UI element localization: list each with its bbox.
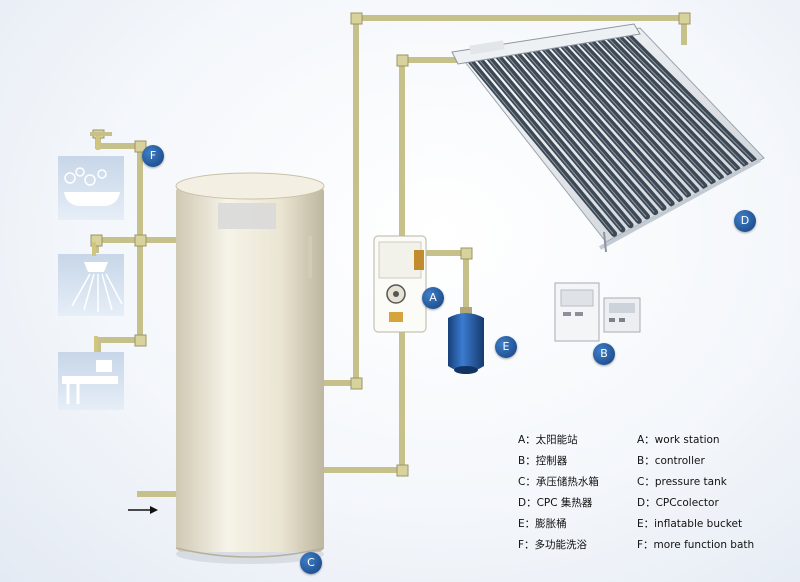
collector-tube [513, 50, 659, 216]
legend-zh-f: F：多功能洗浴 [518, 539, 588, 551]
manifold-logo [469, 40, 505, 55]
legend-zh-b: B：控制器 [518, 455, 568, 467]
label-d-badge: D [734, 210, 756, 232]
tank-label-plate [218, 203, 276, 229]
collector-tube-highlight [570, 43, 704, 187]
bath-fixtures [58, 132, 124, 410]
tank-sight-strip [308, 236, 312, 278]
label-c-badge: C [300, 552, 322, 574]
legend-zh-e: E：膨胀桶 [518, 518, 567, 530]
collector-tube [624, 31, 757, 164]
collector-tube-highlight [496, 56, 639, 222]
collector-tube [541, 45, 683, 203]
collector-tube [569, 41, 708, 190]
collector-tube [559, 42, 700, 194]
legend-en-a: A：work station [637, 434, 720, 446]
legend-row-e: E：膨胀桶 E：inflatable bucket [518, 516, 788, 537]
shower-icon [58, 242, 124, 316]
collector-tube-highlight [487, 57, 630, 226]
pipe-return [399, 57, 459, 241]
collector-tube-highlight [561, 45, 696, 191]
label-f-badge: F [142, 145, 164, 167]
collector-tube [522, 48, 667, 211]
collector-tube-highlight [533, 50, 672, 204]
collector-tube [486, 55, 634, 229]
collector-tube [578, 39, 716, 185]
pipe-shower [93, 237, 143, 253]
collector-tube-highlight [543, 48, 680, 200]
collector-tube [550, 44, 692, 198]
legend-en-d: D：CPCcolector [637, 497, 719, 509]
legend-row-d: D：CPC 集热器 D：CPCcolector [518, 495, 788, 516]
collector-tube [615, 33, 749, 168]
pipe-station-to-tank [315, 327, 405, 473]
collector-tube [504, 52, 650, 220]
legend-row-b: B：控制器 B：controller [518, 453, 788, 474]
collector-tube-highlight [579, 42, 713, 183]
washbasin-icon [58, 336, 124, 410]
collector-tube-highlight [515, 53, 655, 213]
label-b-badge: B [593, 343, 615, 365]
legend-row-a: A：太阳能站 A：work station [518, 432, 788, 453]
legend-en-b: B：controller [637, 455, 705, 467]
collector-tube-highlight [478, 59, 622, 230]
label-a-badge: A [422, 287, 444, 309]
bathtub-icon [58, 132, 124, 220]
legend-en-f: F：more function bath [637, 539, 755, 551]
collector-tube-highlight [598, 39, 729, 174]
collector-tubes [467, 31, 757, 237]
collector-tube-highlight [616, 35, 746, 165]
legend-en-c: C：pressure tank [637, 476, 727, 488]
collector-tube-highlight [626, 34, 754, 161]
controller [554, 282, 641, 342]
collector-tube-highlight [524, 51, 663, 209]
legend-row-f: F：多功能洗浴 F：more function bath [518, 537, 788, 558]
collector-tube [476, 56, 626, 233]
collector-tube [596, 36, 733, 177]
collector-tube [467, 58, 618, 237]
label-e-badge: E [495, 336, 517, 358]
legend-zh-d: D：CPC 集热器 [518, 497, 593, 509]
collector-tube-highlight [589, 40, 721, 178]
collector-tube [495, 53, 642, 224]
collector-tube-highlight [506, 54, 647, 217]
legend: A：太阳能站 A：work station B：控制器 B：controller… [518, 432, 788, 558]
pressure-tank [175, 172, 325, 564]
cpc-collector [451, 23, 765, 253]
legend-zh-c: C：承压储热水箱 [518, 476, 599, 488]
legend-en-e: E：inflatable bucket [637, 518, 743, 530]
work-station [373, 235, 427, 333]
expansion-vessel [448, 307, 484, 374]
legend-zh-a: A：太阳能站 [518, 434, 578, 446]
collector-tube [587, 38, 724, 181]
collector-tube [605, 34, 741, 172]
legend-row-c: C：承压储热水箱 C：pressure tank [518, 474, 788, 495]
collector-tube-highlight [469, 60, 614, 235]
collector-tube [532, 47, 675, 207]
collector-tube-highlight [552, 46, 688, 196]
inlet-arrow-icon [128, 506, 158, 514]
collector-tube-highlight [607, 37, 737, 170]
